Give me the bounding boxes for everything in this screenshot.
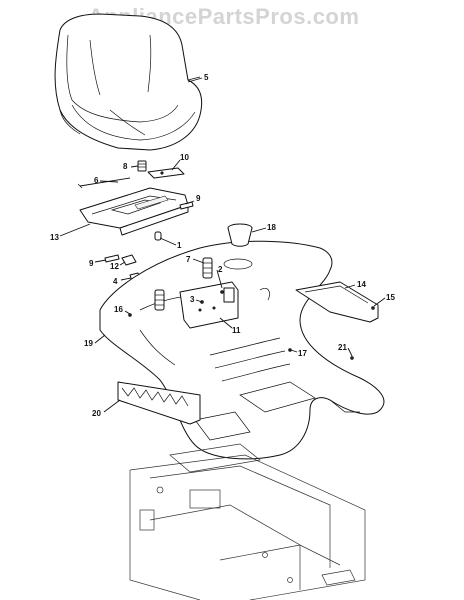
callout-18: 18: [267, 223, 276, 232]
callout-19: 19: [84, 339, 93, 348]
callout-9a: 9: [196, 194, 201, 203]
seat-bracket-part[interactable]: [79, 187, 189, 236]
screw-part[interactable]: [128, 290, 375, 360]
callout-13: 13: [50, 233, 59, 242]
callout-9b: 9: [89, 259, 94, 268]
clip-part[interactable]: [121, 254, 137, 266]
callout-labels: 5 8 10 6 9 13 1 9 12 4 18 7 2 3 14 15 16…: [50, 73, 395, 418]
bolt-part[interactable]: [104, 201, 194, 263]
switch-bracket-part[interactable]: [179, 281, 239, 329]
callout-15: 15: [386, 293, 395, 302]
fender-part[interactable]: [99, 240, 385, 460]
seat-part[interactable]: [54, 13, 203, 151]
cup-part[interactable]: [227, 223, 253, 247]
callout-11: 11: [232, 326, 241, 335]
callout-12: 12: [110, 262, 119, 271]
leader-lines: [59, 76, 386, 413]
callout-16: 16: [114, 305, 123, 314]
callout-3: 3: [190, 295, 195, 304]
callout-20: 20: [92, 409, 101, 418]
foot-panel-part[interactable]: [295, 281, 379, 323]
callout-8: 8: [123, 162, 128, 171]
callout-21: 21: [338, 343, 347, 352]
callout-10: 10: [180, 153, 189, 162]
callout-5: 5: [204, 73, 209, 82]
adjust-rod-part[interactable]: [77, 177, 131, 189]
seat-spring-part[interactable]: [154, 257, 213, 311]
callout-4: 4: [113, 277, 118, 286]
callout-14: 14: [357, 280, 366, 289]
callout-1: 1: [177, 241, 182, 250]
cable-part[interactable]: [117, 381, 201, 425]
knob-part[interactable]: [154, 231, 162, 241]
callout-2: 2: [218, 265, 223, 274]
frame-part: [129, 443, 366, 600]
spring-part[interactable]: [137, 160, 147, 172]
callout-6: 6: [94, 176, 99, 185]
plate-part[interactable]: [147, 167, 185, 179]
callout-7: 7: [186, 255, 191, 264]
callout-17: 17: [298, 349, 307, 358]
